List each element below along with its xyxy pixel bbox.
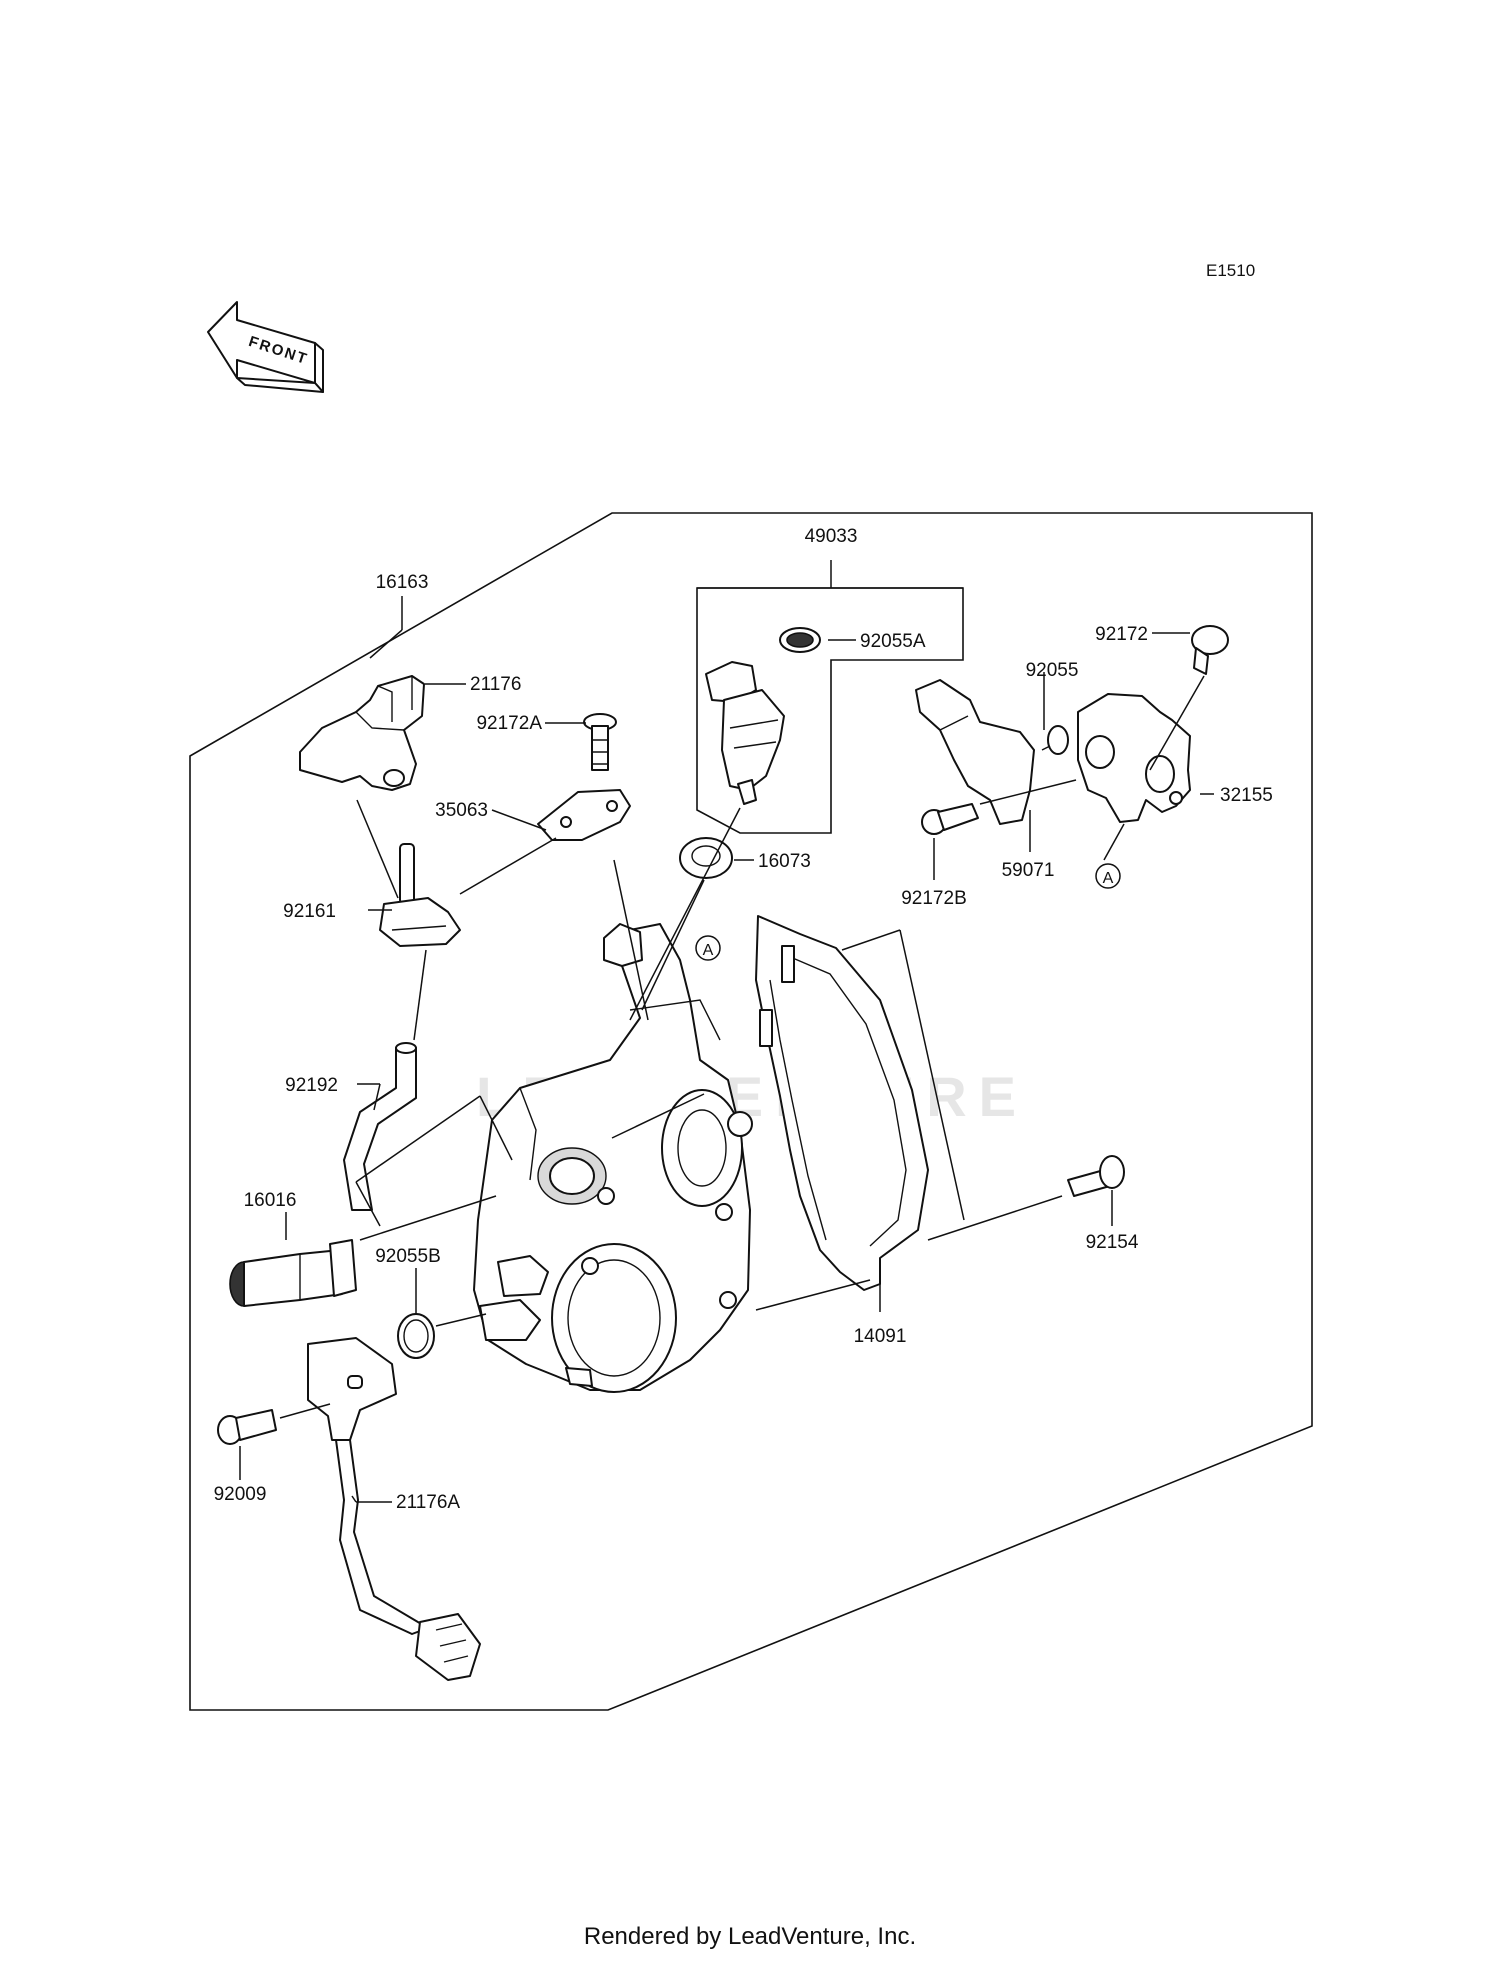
callout-92055b: 92055B [375, 1246, 441, 1267]
callout-92172b: 92172B [901, 888, 967, 909]
callout-92161: 92161 [283, 901, 336, 922]
oring-92055-part [1047, 725, 1069, 755]
callout-16073: 16073 [758, 851, 811, 872]
callout-21176a: 21176A [396, 1492, 460, 1513]
fitting-92161-part [379, 843, 461, 947]
bolt-92154-part [1067, 1155, 1125, 1197]
throttle-body-part [473, 923, 753, 1393]
leader-lines [239, 596, 1214, 1503]
hose-92192-part [343, 1042, 417, 1211]
screw-92172a-part [583, 713, 617, 771]
ref-marker-a-center: A [695, 935, 721, 961]
injector-part [705, 661, 785, 805]
cover-14091-part [755, 915, 929, 1291]
bolt-92172b-part [921, 803, 979, 835]
callout-59071: 59071 [1002, 860, 1055, 881]
callout-92172a: 92172A [476, 713, 542, 734]
front-arrow-icon: FRONT [207, 301, 324, 393]
svg-text:A: A [703, 942, 714, 959]
screw-92172-part [1191, 625, 1229, 675]
callout-92172: 92172 [1095, 624, 1148, 645]
callout-92154: 92154 [1086, 1232, 1139, 1253]
housing-32155-part [1077, 693, 1191, 823]
callout-92055a: 92055A [860, 631, 926, 652]
callout-49033: 49033 [805, 526, 858, 547]
callout-32155: 32155 [1220, 785, 1273, 806]
callout-14091: 14091 [854, 1326, 907, 1347]
bracket-35063-part [537, 789, 631, 841]
tps-sensor-part [299, 675, 425, 791]
callout-16163: 16163 [376, 572, 429, 593]
callout-92009: 92009 [214, 1484, 267, 1505]
idle-adjuster-16016-part [229, 1239, 357, 1307]
bolt-92009-part [217, 1409, 277, 1445]
ref-marker-a-right: A [1095, 863, 1121, 889]
injector-kit-bracket [696, 587, 964, 834]
callout-16016: 16016 [244, 1190, 297, 1211]
callout-92055: 92055 [1026, 660, 1079, 681]
diagram-code: E1510 [1206, 261, 1255, 280]
callout-92192: 92192 [285, 1075, 338, 1096]
svg-text:A: A [1103, 870, 1114, 887]
callout-35063: 35063 [435, 800, 488, 821]
footer-credit: Rendered by LeadVenture, Inc. [584, 1923, 916, 1950]
callout-21176: 21176 [470, 674, 521, 695]
assembly-frame [189, 512, 1313, 1711]
sensor-59071-part [915, 679, 1035, 825]
sensor-21176a-part [307, 1337, 481, 1681]
